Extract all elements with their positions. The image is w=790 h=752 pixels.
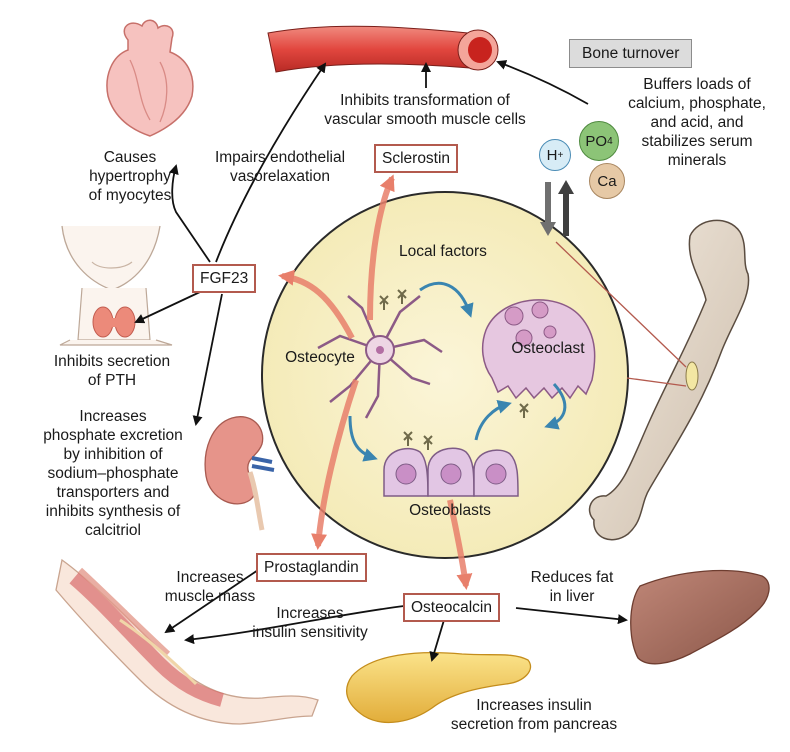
salmon-arrow-to-prostaglandin [311,379,359,550]
hydrogen-ion-badge: H+ [539,139,571,171]
vascular-effect-text: Inhibits transformation of vascular smoo… [324,92,526,128]
local-factors-label: Local factors [399,243,487,260]
local-factor-molecules [379,289,529,450]
endothelial-effect-text: Impairs endothelial vasorelaxation [214,149,346,185]
arm-muscle-icon [55,558,319,725]
blue-arrow-to-osteoblast [474,400,512,441]
calcium-ion-badge: Ca [589,163,625,199]
salmon-arrow-to-sclerostin [367,174,395,321]
bone-turnover-description: Buffers loads of calcium, phosphate, and… [628,76,766,169]
pancreas-effect-text: Increases insulin secretion from pancrea… [450,697,618,733]
osteocyte-label: Osteocyte [285,349,355,366]
liver-icon [630,569,770,665]
arrow-osteocalcin-to-liver [515,607,628,625]
bone-environment-circle [261,191,629,559]
zoom-line-top [555,241,687,368]
heart-effect-text: Causes hypertrophy of myocytes [88,149,172,204]
insulin-sensitivity-text: Increases insulin sensitivity [252,605,368,641]
blue-arrow-osteoclast-loop [544,382,567,430]
arrow-osteocalcin-to-arm [184,605,405,645]
osteocyte-dot [376,346,384,354]
arrow-fgf23-to-heart [168,164,211,263]
prostaglandin-box: Prostaglandin [256,553,367,582]
liver-effect-text: Reduces fat in liver [530,569,614,605]
muscle-mass-text: Increases muscle mass [164,569,256,605]
osteoclast-cell [481,299,596,400]
pancreas-icon [346,652,532,724]
arrow-prostaglandin-to-arm [164,565,265,634]
zoom-line-bottom [626,377,687,387]
blood-vessel-icon [267,25,499,73]
sclerostin-box: Sclerostin [374,144,459,173]
bone-turnover-title: Bone turnover [569,39,693,68]
fgf23-box: FGF23 [192,264,257,293]
osteoclast-label: Osteoclast [511,340,585,357]
osteocalcin-box: Osteocalcin [403,593,500,622]
neck-thyroid-icon [59,225,173,346]
blue-arrow-to-osteoclast [419,281,474,318]
arrow-fgf23-to-vessel [215,62,327,263]
heart-icon [106,19,194,137]
femur-bone-icon [588,219,750,541]
arrow-fgf23-to-kidney [192,293,223,426]
osteoblasts-cells [383,447,519,497]
osteocyte-cell [317,295,443,419]
kidney-icon [204,416,275,531]
osteoblasts-label: Osteoblasts [409,502,491,519]
arrow-osteocalcin-to-pancreas [429,619,445,662]
arrow-bone-to-vessel [496,60,589,105]
salmon-arrow-to-fgf23 [278,269,355,340]
pth-effect-text: Inhibits secretion of PTH [53,353,171,389]
blue-arrow-left-loop [348,415,378,462]
arrow-fgf23-to-thyroid [134,291,201,324]
salmon-arrow-to-osteocalcin [447,499,473,590]
kidney-effect-text: Increases phosphate excretion by inhibit… [43,408,183,539]
